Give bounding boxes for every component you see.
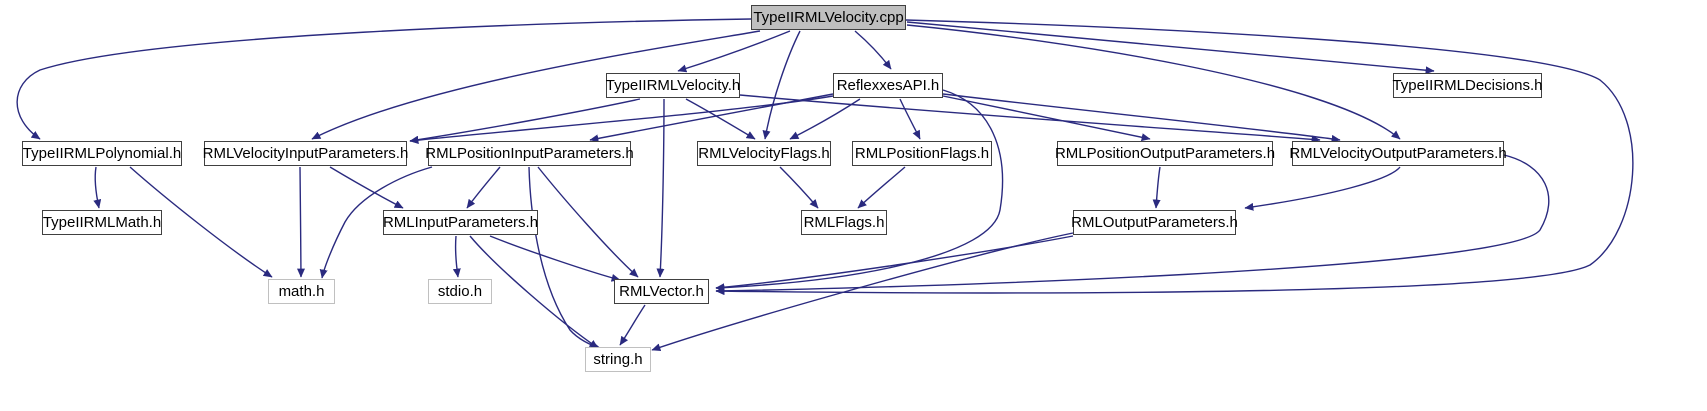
edge-outputparams-to-string-h: [651, 232, 1074, 352]
edge-velocityh-to-rmlvelocityoutput: [739, 94, 1321, 144]
edge-velinput-to-rmlinputparameters-h: [329, 166, 404, 209]
edge-posflags-to-rmlflags-h: [857, 166, 906, 209]
node-typeiirmlmath-h[interactable]: TypeIIRMLMath.h: [42, 210, 162, 235]
node-rmlpositioninputparameters-h[interactable]: RMLPositionInputParameters.h: [425, 141, 634, 166]
node-label: TypeIIRMLPolynomial.h: [22, 145, 182, 162]
edge-api-to-rmlvelocityoutput: [942, 93, 1341, 143]
edge-cpp-to-typeiirmldecisions-h: [906, 21, 1435, 75]
edge-veloutput-to-rmloutputparameters-h: [1244, 166, 1401, 211]
edge-api-to-rmlpositionflags: [899, 98, 921, 140]
edge-velinput-to-math-h: [296, 166, 305, 278]
edge-posinput-to-rmlinputparameters-h: [466, 166, 501, 209]
edge-outputparams-to-rmlvector-h: [715, 235, 1074, 292]
node-label: TypeIIRMLVelocity.h: [605, 77, 741, 94]
edge-api-to-rmlpositioninput: [589, 93, 834, 143]
node-label: string.h: [593, 351, 643, 368]
edge-inputparams-to-rmlvector-h: [489, 235, 621, 282]
node-rmlvelocityinputparameters-h[interactable]: RMLVelocityInputParameters.h: [202, 141, 409, 166]
edge-cpp-to-rmlvelocityflags-h: [762, 30, 801, 140]
node-label: stdio.h: [437, 283, 483, 300]
node-rmlpositionflags-h[interactable]: RMLPositionFlags.h: [852, 141, 992, 166]
edge-cpp-to-typeiirmlvelocity-h: [677, 30, 791, 73]
node-stdio-h: stdio.h: [428, 279, 492, 304]
node-rmlvelocityoutputparameters-h[interactable]: RMLVelocityOutputParameters.h: [1289, 141, 1507, 166]
node-string-h: string.h: [585, 347, 651, 372]
node-label: TypeIIRMLVelocity.cpp: [753, 9, 904, 26]
edge-cpp-to-reflexxesapi-h: [854, 30, 892, 70]
node-typeiirmlpolynomial-h[interactable]: TypeIIRMLPolynomial.h: [22, 141, 182, 166]
edge-posinput-to-string-h: [528, 166, 601, 350]
node-typeiirmlvelocity-h[interactable]: TypeIIRMLVelocity.h: [606, 73, 740, 98]
node-typeiirmldecisions-h[interactable]: TypeIIRMLDecisions.h: [1392, 73, 1543, 98]
node-rmlvector-h[interactable]: RMLVector.h: [614, 279, 709, 304]
edge-api-to-rmlvelocityflags: [789, 98, 861, 140]
node-rmlinputparameters-h[interactable]: RMLInputParameters.h: [383, 210, 538, 235]
node-label: RMLPositionInputParameters.h: [425, 145, 634, 162]
node-label: TypeIIRMLMath.h: [42, 214, 162, 231]
node-label: math.h: [278, 283, 325, 300]
edge-api-to-rmlvector-h: [715, 89, 1004, 292]
node-label: RMLPositionOutputParameters.h: [1054, 145, 1276, 162]
node-rmlvelocityflags-h[interactable]: RMLVelocityFlags.h: [697, 141, 831, 166]
node-label: RMLPositionFlags.h: [854, 145, 990, 162]
node-rmlflags-h[interactable]: RMLFlags.h: [801, 210, 887, 235]
edge-velocityh-to-rmlvector-h: [656, 98, 665, 278]
edge-api-to-rmlpositionoutput: [942, 95, 1151, 142]
node-label: RMLVelocityOutputParameters.h: [1289, 145, 1507, 162]
node-label: TypeIIRMLDecisions.h: [1392, 77, 1543, 94]
node-rmloutputparameters-h[interactable]: RMLOutputParameters.h: [1071, 210, 1238, 235]
edge-cpp-to-rmlvelocityoutputparameters-h: [906, 24, 1401, 140]
edge-poly-to-typeiirmlmath-h: [93, 166, 102, 209]
edge-velocityh-to-rmlvelocityinput: [409, 98, 641, 144]
node-label: RMLOutputParameters.h: [1071, 214, 1238, 231]
edge-posoutput-to-rmloutputparameters-h: [1152, 166, 1161, 209]
node-label: RMLFlags.h: [803, 214, 885, 231]
node-label: RMLInputParameters.h: [382, 214, 539, 231]
node-math-h: math.h: [268, 279, 335, 304]
node-rmlpositionoutputparameters-h[interactable]: RMLPositionOutputParameters.h: [1054, 141, 1276, 166]
edge-api-to-rmlvelocityinput: [409, 95, 834, 145]
node-label: ReflexxesAPI.h: [836, 77, 940, 94]
node-label: RMLVelocityInputParameters.h: [202, 145, 409, 162]
edge-inputparams-to-stdio-h: [452, 235, 461, 278]
edge-rmlvector-to-string-h: [619, 304, 646, 346]
node-typeiirmlvelocity-cpp[interactable]: TypeIIRMLVelocity.cpp: [751, 5, 906, 30]
node-label: RMLVector.h: [619, 283, 704, 300]
node-reflexxesapi-h[interactable]: ReflexxesAPI.h: [833, 73, 943, 98]
edge-velflags-to-rmlflags-h: [779, 166, 819, 209]
edge-velocityh-to-rmlvelocityflags: [685, 98, 756, 140]
edge-posinput-to-rmlvector-h: [537, 166, 639, 278]
node-label: RMLVelocityFlags.h: [698, 145, 830, 162]
